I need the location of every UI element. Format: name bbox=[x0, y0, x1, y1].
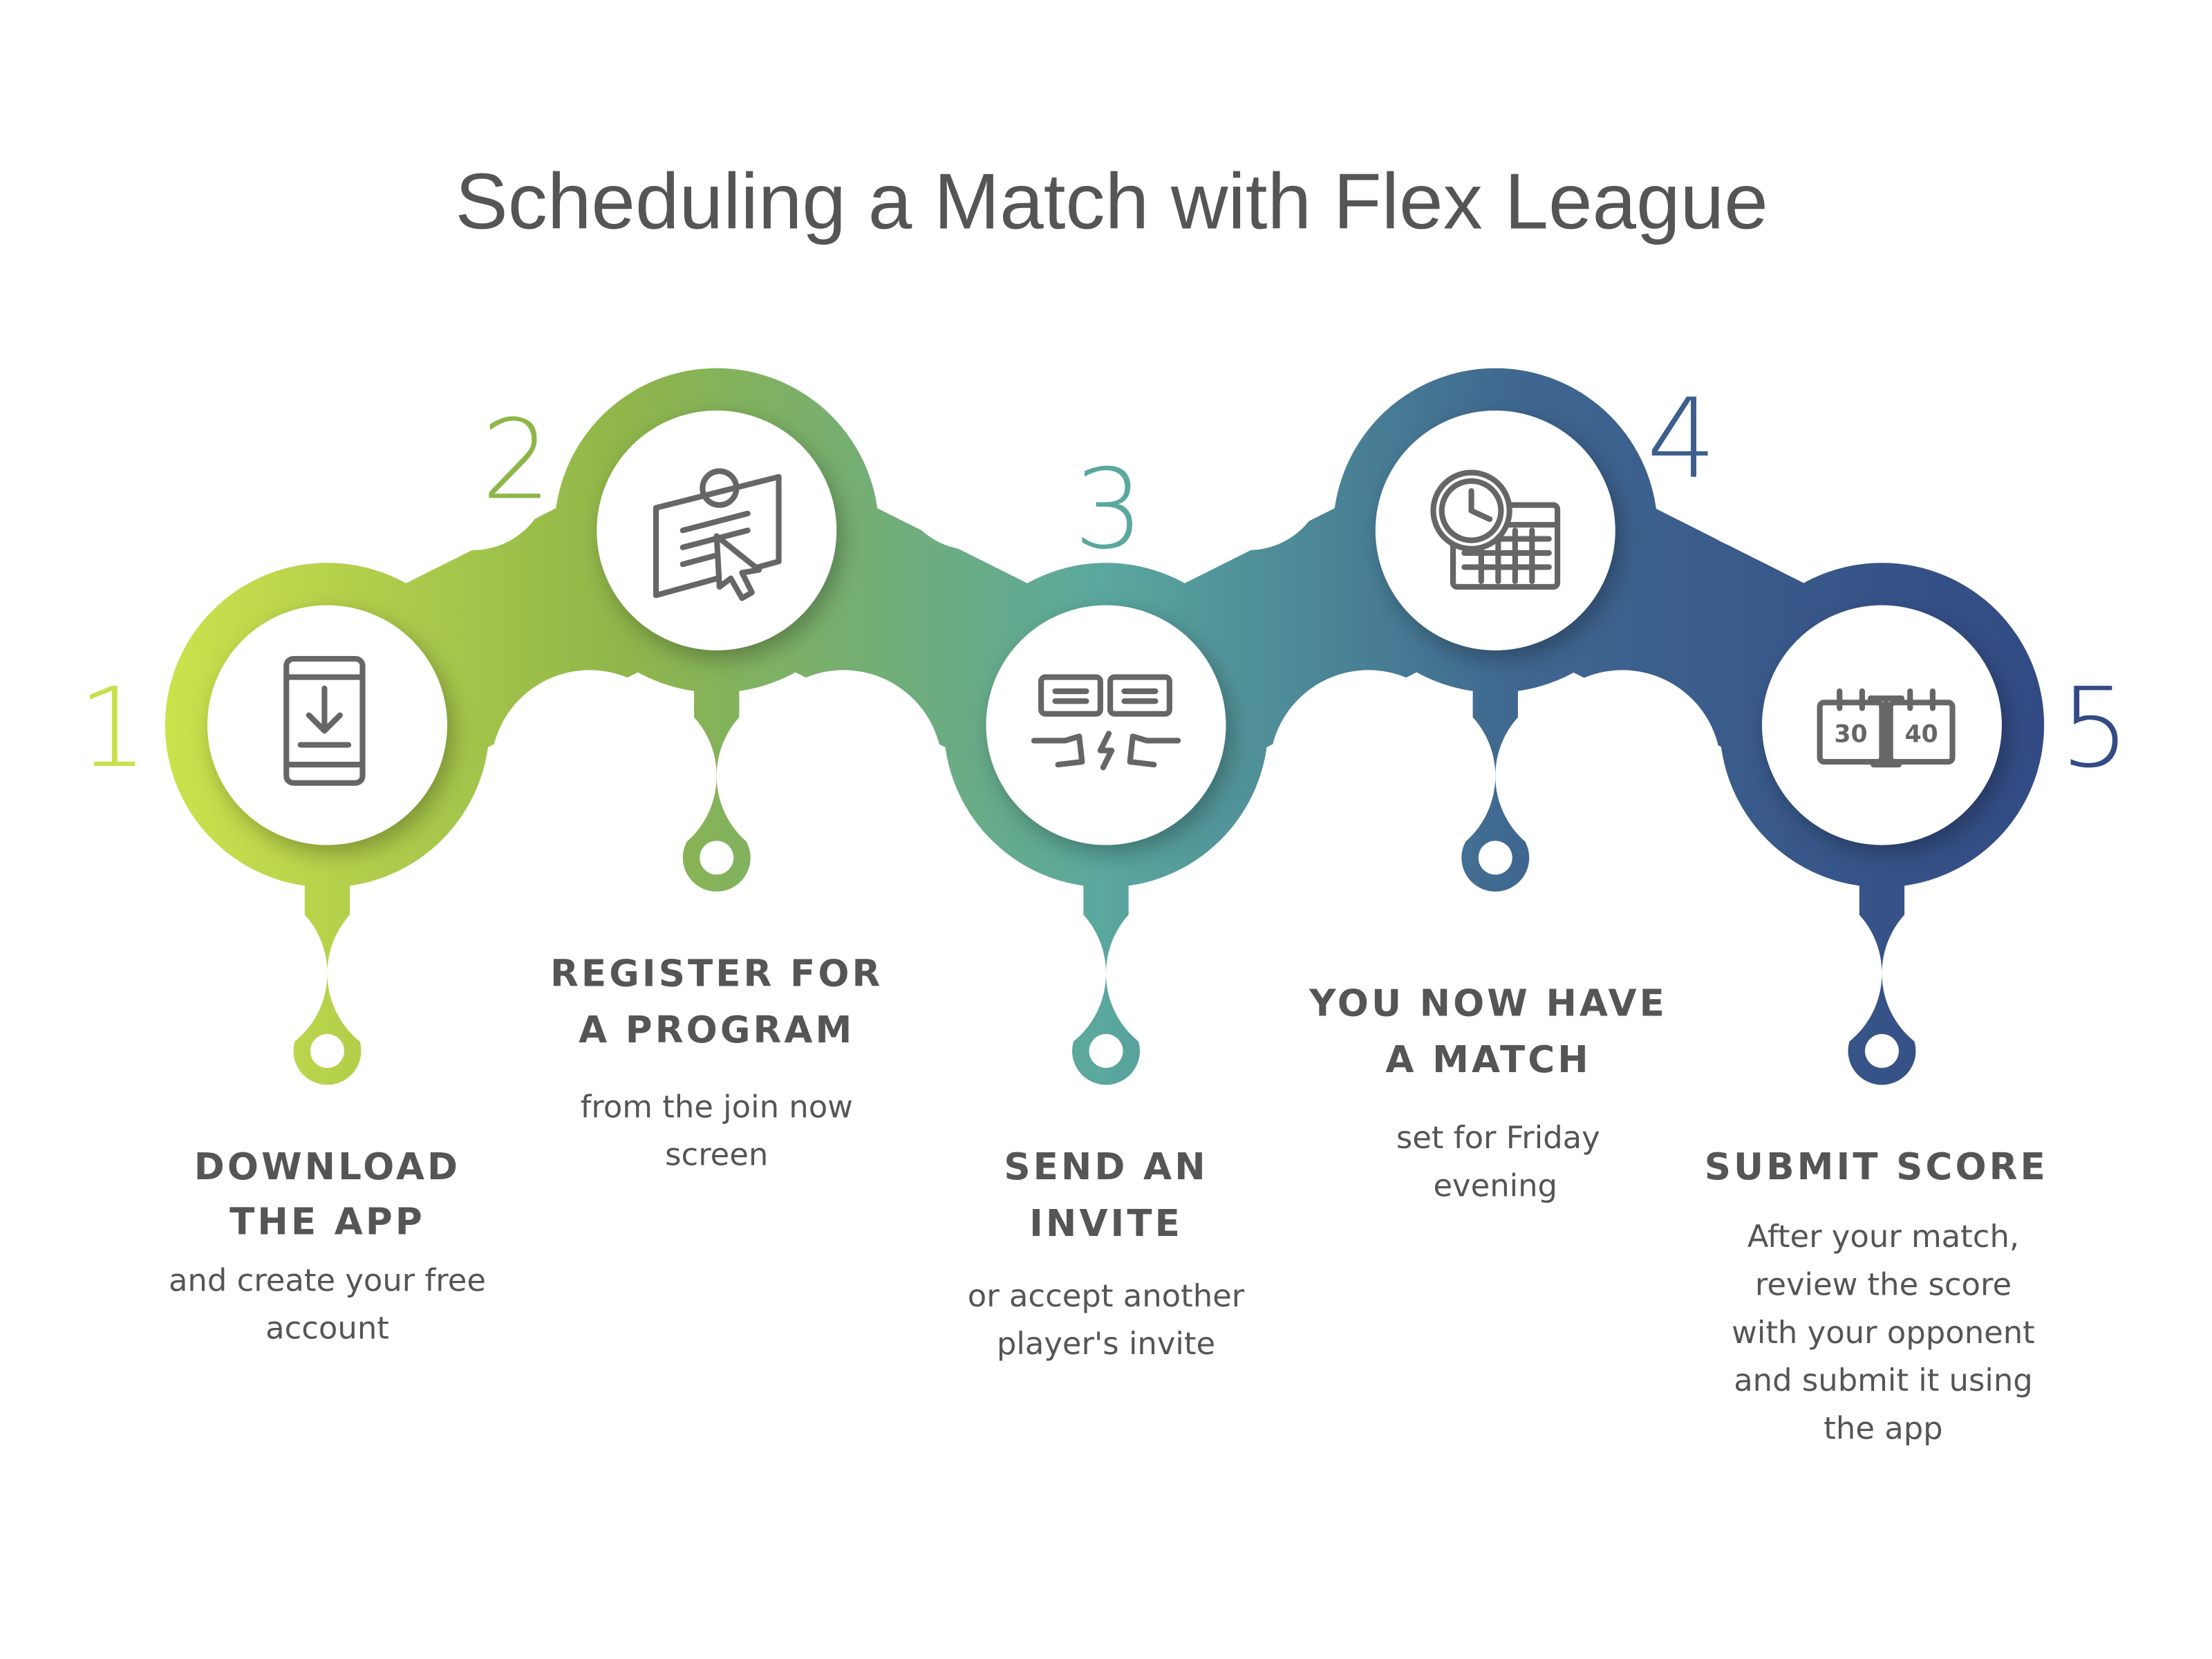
step-description: set for Friday bbox=[1396, 1119, 1600, 1156]
page-title: Scheduling a Match with Flex League bbox=[456, 158, 1768, 246]
step-description: review the score bbox=[1755, 1266, 2012, 1302]
step-description: After your match, bbox=[1747, 1218, 2019, 1255]
step-description: with your opponent bbox=[1732, 1314, 2035, 1351]
step-heading: SEND AN bbox=[1004, 1145, 1208, 1188]
step-description: account bbox=[265, 1310, 389, 1347]
step-heading: SUBMIT SCORE bbox=[1705, 1145, 2048, 1188]
step-description: evening bbox=[1433, 1168, 1557, 1204]
step-3-text: SEND AN INVITE or accept another player'… bbox=[968, 1145, 1245, 1362]
step-heading: A MATCH bbox=[1385, 1038, 1591, 1081]
step-2-text: REGISTER FOR A PROGRAM from the join now… bbox=[550, 953, 883, 1173]
phone-download-icon bbox=[283, 655, 366, 786]
step-5-text: SUBMIT SCORE After your match, review th… bbox=[1705, 1145, 2048, 1447]
step-description: screen bbox=[665, 1136, 768, 1173]
step-heading: REGISTER FOR bbox=[550, 953, 883, 995]
step-4-number: 4 bbox=[1647, 375, 1716, 503]
step-description: and submit it using bbox=[1734, 1362, 2033, 1398]
id-card-cursor-icon bbox=[653, 468, 782, 601]
score-right: 40 bbox=[1904, 720, 1938, 748]
step-heading: YOU NOW HAVE bbox=[1309, 982, 1667, 1024]
scoreboard-icon: 30 40 bbox=[1817, 688, 1956, 768]
clock-calendar-icon bbox=[1430, 469, 1561, 590]
step-1-text: DOWNLOAD THE APP and create your free ac… bbox=[169, 1145, 486, 1347]
step-heading: THE APP bbox=[229, 1201, 425, 1244]
score-left: 30 bbox=[1834, 720, 1867, 748]
step-4-text: YOU NOW HAVE A MATCH set for Friday even… bbox=[1309, 982, 1667, 1204]
step-description: or accept another bbox=[968, 1277, 1245, 1314]
step-2-disc bbox=[597, 410, 837, 650]
step-5-number: 5 bbox=[2060, 664, 2130, 792]
step-3-disc bbox=[986, 605, 1226, 845]
step-3-number: 3 bbox=[1074, 445, 1143, 574]
band-carves bbox=[152, 395, 2057, 1068]
step-1-number: 1 bbox=[78, 664, 148, 792]
step-description: from the join now bbox=[581, 1088, 853, 1125]
handshake-chat-icon bbox=[1031, 674, 1181, 771]
step-heading: INVITE bbox=[1029, 1202, 1183, 1245]
step-heading: DOWNLOAD bbox=[194, 1145, 460, 1188]
step-description: and create your free bbox=[169, 1262, 486, 1298]
step-description: player's invite bbox=[997, 1325, 1215, 1362]
step-heading: A PROGRAM bbox=[579, 1009, 854, 1051]
step-2-number: 2 bbox=[481, 395, 551, 524]
step-description: the app bbox=[1824, 1410, 1942, 1447]
